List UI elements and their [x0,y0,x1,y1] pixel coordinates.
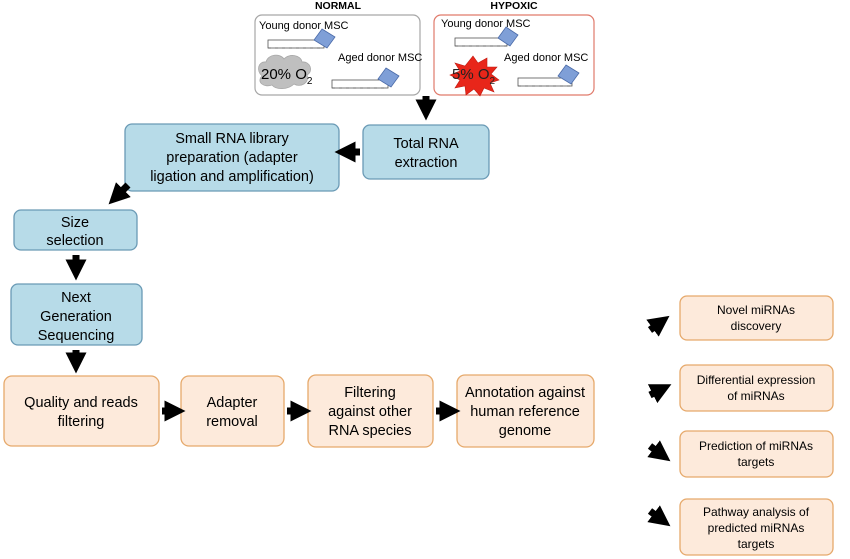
arrow-library-to-size [108,182,131,205]
svg-text:Quality and reads: Quality and reads [24,395,138,411]
svg-text:filtering: filtering [58,414,105,430]
step-annotation-reference-genome: Annotation against human reference genom… [456,374,595,448]
svg-text:Size: Size [61,215,89,231]
hypoxic-condition-panel: HYPOXIC Young donor MSC Aged donor MSC 5… [433,0,595,97]
output-pathway-analysis: Pathway analysis of predicted miRNAs tar… [679,498,834,556]
step-small-rna-library-preparation: Small RNA library preparation (adapter l… [124,123,340,192]
svg-text:Novel miRNAs: Novel miRNAs [717,303,795,317]
normal-condition-panel: NORMAL Young donor MSC Aged donor MSC 20… [254,0,422,96]
svg-text:selection: selection [46,233,103,249]
svg-text:Next: Next [61,290,91,306]
normal-young-cell-icon [267,28,336,49]
svg-text:targets: targets [738,537,775,551]
svg-text:targets: targets [738,455,775,469]
hypoxic-young-cell-icon [454,26,519,47]
starburst-icon [449,55,500,97]
output-novel-mirnas: Novel miRNAs discovery [679,295,834,341]
svg-text:discovery: discovery [731,319,782,333]
hypoxic-aged-label: Aged donor MSC [504,52,588,64]
step-quality-filtering: Quality and reads filtering [3,375,160,447]
svg-text:Pathway analysis of: Pathway analysis of [703,505,810,519]
svg-text:removal: removal [206,414,258,430]
step-adapter-removal: Adapter removal [180,375,285,447]
step-size-selection: Size selection [13,209,138,251]
svg-text:Generation: Generation [40,309,112,325]
svg-text:Differential expression: Differential expression [697,373,816,387]
svg-text:Filtering: Filtering [344,385,396,401]
cloud-icon [258,54,311,90]
svg-text:predicted miRNAs: predicted miRNAs [708,521,805,535]
hypoxic-oxygen-level: 5% O2 [452,66,496,87]
svg-text:of miRNAs: of miRNAs [727,389,784,403]
arrow-to-differential-expression [647,384,672,404]
svg-text:human reference: human reference [470,404,580,420]
flow-arrows [65,96,672,527]
step-total-rna-extraction: Total RNA extraction [362,124,490,180]
svg-text:extraction: extraction [395,155,458,171]
svg-text:RNA species: RNA species [328,423,411,439]
svg-text:Prediction of miRNAs: Prediction of miRNAs [699,439,813,453]
hypoxic-young-label: Young donor MSC [441,18,531,30]
svg-text:Small RNA library: Small RNA library [175,131,289,147]
hypoxic-heading: HYPOXIC [490,0,538,12]
step-filtering-rna-species: Filtering against other RNA species [307,374,434,448]
normal-oxygen-level: 20% O2 [261,66,313,87]
normal-young-label: Young donor MSC [259,20,349,32]
arrow-to-novel-mirnas [646,315,670,337]
arrow-to-target-prediction [647,440,671,462]
svg-text:Annotation against: Annotation against [465,385,585,401]
output-differential-expression: Differential expression of miRNAs [679,364,834,412]
normal-heading: NORMAL [315,0,362,12]
step-next-generation-sequencing: Next Generation Sequencing [10,283,143,346]
svg-text:Adapter: Adapter [207,395,258,411]
svg-text:genome: genome [499,423,551,439]
hypoxic-aged-cell-icon [517,64,580,87]
svg-text:preparation (adapter: preparation (adapter [166,150,298,166]
svg-text:against other: against other [328,404,412,420]
normal-aged-label: Aged donor MSC [338,52,422,64]
svg-text:Total RNA: Total RNA [393,136,459,152]
svg-text:ligation and amplification): ligation and amplification) [150,169,314,185]
output-target-prediction: Prediction of miRNAs targets [679,430,834,478]
arrow-to-pathway-analysis [647,505,671,527]
svg-text:Sequencing: Sequencing [38,328,115,344]
normal-aged-cell-icon [331,67,400,89]
